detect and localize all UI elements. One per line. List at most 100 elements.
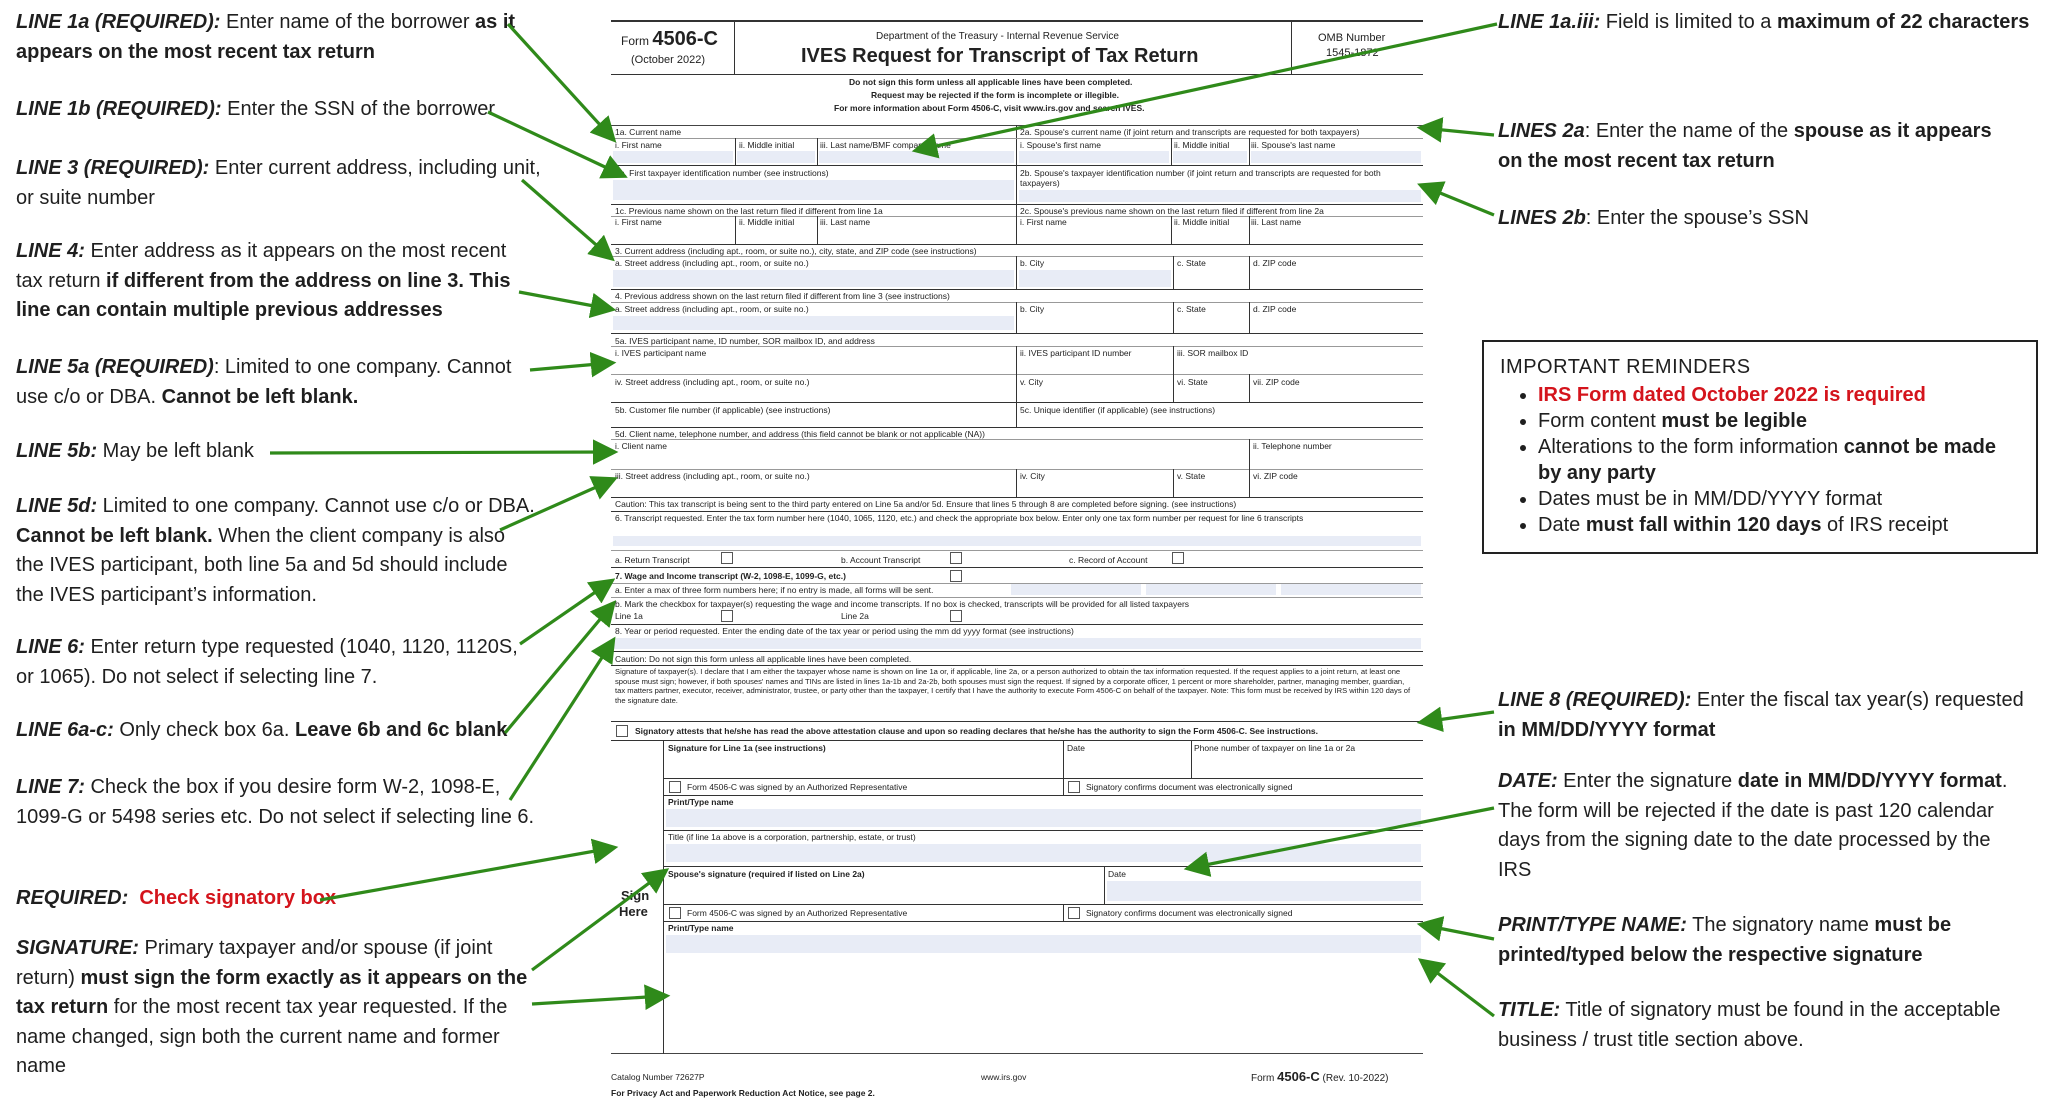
line-2c-last: iii. Last name [1251,217,1302,227]
rule [1016,302,1017,333]
line-2a-wage-checkbox[interactable] [950,610,962,622]
middle-initial-field[interactable] [737,151,815,163]
instruction-3: For more information about Form 4506-C, … [834,103,1145,113]
line-4-street: a. Street address (including apt., room,… [615,304,809,314]
record-of-account-checkbox[interactable] [1172,552,1184,564]
line-3-state: c. State [1177,258,1206,268]
print-name-field[interactable] [666,809,1421,827]
spouse-last-name-field[interactable] [1251,151,1421,163]
return-transcript-checkbox[interactable] [721,552,733,564]
rule [1249,302,1250,333]
last-name-field[interactable] [819,151,1014,163]
line-7b-line2a: Line 2a [841,611,869,621]
form-number-3-field[interactable] [1281,584,1421,595]
line-4-zip: d. ZIP code [1253,304,1297,314]
arrow-title [1417,958,1495,1018]
privacy-notice: For Privacy Act and Paperwork Reduction … [611,1088,875,1098]
line-5a-state: vi. State [1177,377,1208,387]
reminder-item: Alterations to the form information cann… [1538,434,2020,486]
arrow-line-2a [1416,117,1495,143]
rule [611,302,1423,303]
year-requested-field[interactable] [613,638,1421,649]
rule [1171,138,1172,165]
rule [1016,256,1017,289]
rule [611,244,1423,245]
line-2a-first: i. Spouse's first name [1020,140,1101,150]
omb-label: OMB Number [1318,32,1386,44]
spouse-print-name-field[interactable] [666,935,1421,953]
spouse-first-name-field[interactable] [1019,151,1169,163]
note-line-5a: LINE 5a (REQUIRED): Limited to one compa… [16,356,512,408]
line-3-zip: d. ZIP code [1253,258,1297,268]
reminders-title: IMPORTANT REMINDERS [1500,356,1751,378]
caution-1: Caution: This tax transcript is being se… [615,499,1237,509]
rule [611,289,1423,290]
previous-street-field[interactable] [613,316,1014,330]
irs-url: www.irs.gov [981,1072,1027,1082]
line-5a-sor: iii. SOR mailbox ID [1177,348,1249,358]
rule [611,721,1423,722]
header-divider [734,22,735,74]
rule [611,138,1423,139]
rule [663,740,664,1054]
rule [1063,740,1064,778]
spouse-signature-label: Spouse's signature (required if listed o… [668,869,865,879]
reminder-item: IRS Form dated October 2022 is required [1538,382,2020,408]
spouse-authorized-rep-checkbox[interactable] [669,907,681,919]
rule [1173,374,1174,402]
current-street-field[interactable] [613,270,1014,287]
current-city-field[interactable] [1019,270,1171,287]
instruction-1: Do not sign this form unless all applica… [849,77,1133,87]
line-5d-zip: vi. ZIP code [1253,471,1298,481]
rule [1249,256,1250,289]
reminder-item: Date must fall within 120 days of IRS re… [1538,512,2020,538]
omb-number: 1545-1872 [1326,47,1379,59]
rule [1016,402,1017,427]
rule [611,597,1423,598]
arrow-line-2b [1417,181,1495,217]
account-transcript-checkbox[interactable] [950,552,962,564]
authorized-rep-label: Form 4506-C was signed by an Authorized … [687,782,908,792]
rule [1249,138,1250,165]
rule [611,651,1423,652]
sign-label: Sign [621,888,650,903]
electronic-sign-checkbox[interactable] [1068,781,1080,793]
authorized-rep-checkbox[interactable] [669,781,681,793]
line-2a-middle: ii. Middle initial [1174,140,1230,150]
tax-form-number-field[interactable] [613,536,1421,546]
signature-1a-label: Signature for Line 1a (see instructions) [668,743,826,753]
rule [611,583,1423,584]
phone-label: Phone number of taxpayer on line 1a or 2… [1194,743,1356,753]
rule [1191,740,1192,778]
rule [1016,216,1017,244]
rule [663,830,1423,831]
rule [663,778,1423,779]
spouse-electronic-checkbox[interactable] [1068,907,1080,919]
line-1a-last: iii. Last name/BMF company name [820,140,951,150]
signatory-attests-checkbox[interactable] [616,725,628,737]
note-required-signatory: REQUIRED: Check signatory box [16,887,337,909]
signature-1a-field[interactable] [666,755,1061,777]
form-date: (October 2022) [631,54,705,66]
taxpayer-tin-field[interactable] [613,180,1014,200]
line-6b-label: b. Account Transcript [841,555,921,565]
note-line-2b: LINES 2b: Enter the spouse’s SSN [1498,207,1809,229]
rule [663,921,1423,922]
line-1a-middle: ii. Middle initial [739,140,795,150]
important-reminders-box: IMPORTANT REMINDERS IRS Form dated Octob… [1482,340,2038,554]
form-number-2-field[interactable] [1146,584,1276,595]
spouse-tin-field[interactable] [1019,190,1421,202]
title-field[interactable] [666,844,1421,862]
line-1a-wage-checkbox[interactable] [721,610,733,622]
note-line-7: LINE 7: Check the box if you desire form… [16,776,535,828]
first-name-field[interactable] [613,151,733,163]
spouse-middle-field[interactable] [1173,151,1247,163]
spouse-date-field[interactable] [1107,881,1421,901]
line-2c-middle: ii. Middle initial [1174,217,1230,227]
form-number-1-field[interactable] [1011,584,1141,595]
line-7b-line1a: Line 1a [615,611,643,621]
wage-income-checkbox[interactable] [950,570,962,582]
rule [611,439,1423,440]
form-4506-c: Form 4506-C (October 2022) Department of… [611,18,1423,1108]
rule [611,624,1423,625]
